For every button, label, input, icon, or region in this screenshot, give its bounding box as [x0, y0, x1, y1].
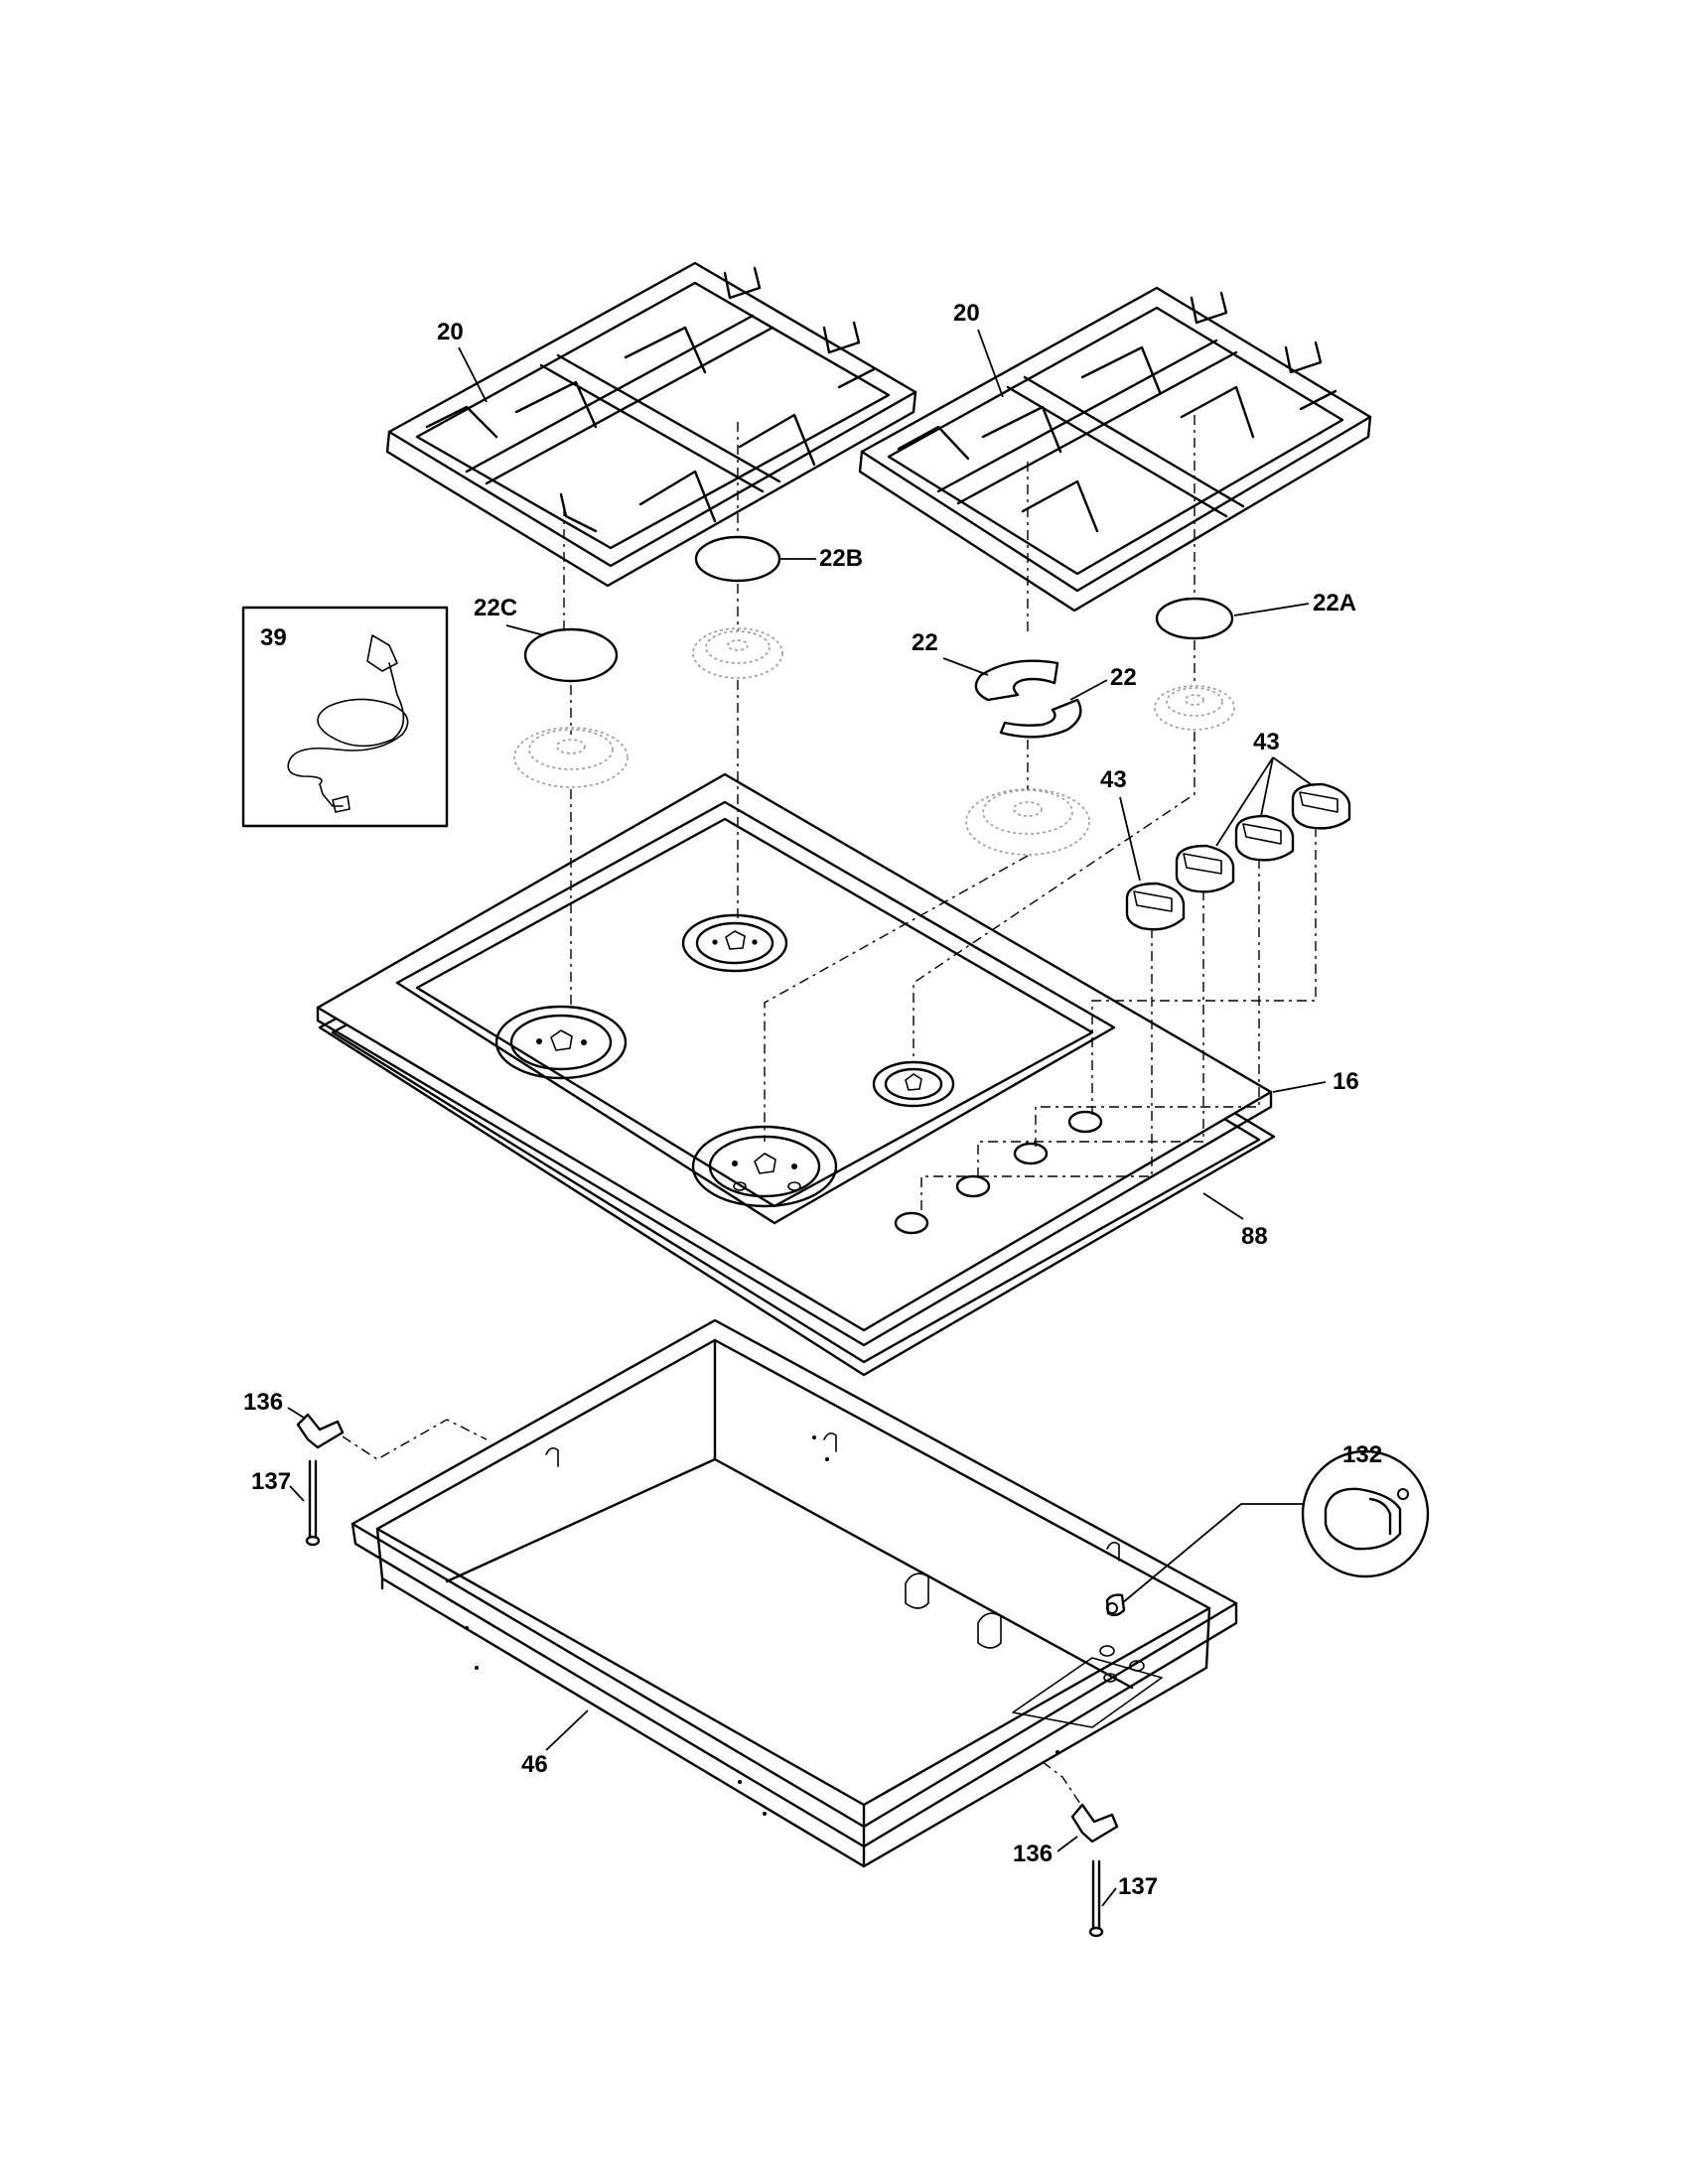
- detail-circle: [1301, 1449, 1430, 1578]
- label-detail-132: 132: [1342, 1441, 1382, 1468]
- cord-detail-box: [241, 606, 449, 828]
- mounting-bracket-icon[interactable]: [296, 1413, 345, 1449]
- power-cord-icon[interactable]: [287, 634, 409, 813]
- burner-head-icon: [1154, 685, 1235, 731]
- burner-ring-icon[interactable]: [974, 659, 1082, 739]
- label-knob-group: 43: [1253, 729, 1280, 755]
- burner-grate-icon[interactable]: [858, 286, 1372, 613]
- mounting-bracket-icon[interactable]: [1070, 1803, 1119, 1843]
- label-screw-bottom: 137: [1118, 1873, 1158, 1900]
- label-cord: 39: [260, 624, 287, 651]
- label-knob-single: 43: [1100, 766, 1127, 793]
- label-screw-top: 137: [251, 1468, 291, 1495]
- assembly-lines: [563, 415, 1317, 1216]
- label-ring-22-bottom: 22: [1110, 664, 1137, 691]
- label-bracket-bottom: 136: [1013, 1841, 1053, 1867]
- burner-head-icon: [965, 788, 1090, 856]
- label-grate-right: 20: [953, 300, 980, 327]
- burner-cap-icon[interactable]: [523, 627, 619, 683]
- screw-icon[interactable]: [305, 1459, 321, 1547]
- label-cap-22c: 22C: [474, 595, 517, 621]
- burner-head-icon: [513, 727, 629, 788]
- burner-cap-icon[interactable]: [694, 535, 781, 583]
- burner-box[interactable]: [351, 1318, 1238, 1868]
- label-gasket: 88: [1241, 1223, 1268, 1250]
- burner-grate-icon[interactable]: [385, 261, 917, 588]
- burner-cap-icon[interactable]: [1155, 597, 1234, 640]
- control-knob-icon[interactable]: [1175, 844, 1235, 893]
- label-burner-box: 46: [521, 1751, 548, 1778]
- wire-clip-icon[interactable]: [1324, 1487, 1409, 1551]
- label-cooktop: 16: [1333, 1068, 1359, 1095]
- wire-clip-icon: [1105, 1593, 1126, 1617]
- control-knob-icon[interactable]: [1234, 814, 1295, 862]
- label-grate-left: 20: [437, 319, 464, 345]
- burner-head-icon: [692, 627, 783, 679]
- label-bracket-top: 136: [243, 1389, 283, 1416]
- label-cap-22a: 22A: [1313, 590, 1356, 616]
- label-cap-22b: 22B: [819, 545, 863, 572]
- cooktop[interactable]: [316, 772, 1273, 1347]
- control-knob-icon[interactable]: [1291, 782, 1351, 830]
- label-ring-22-top: 22: [912, 629, 938, 656]
- screw-icon[interactable]: [1088, 1859, 1104, 1938]
- control-knob-icon[interactable]: [1125, 882, 1186, 931]
